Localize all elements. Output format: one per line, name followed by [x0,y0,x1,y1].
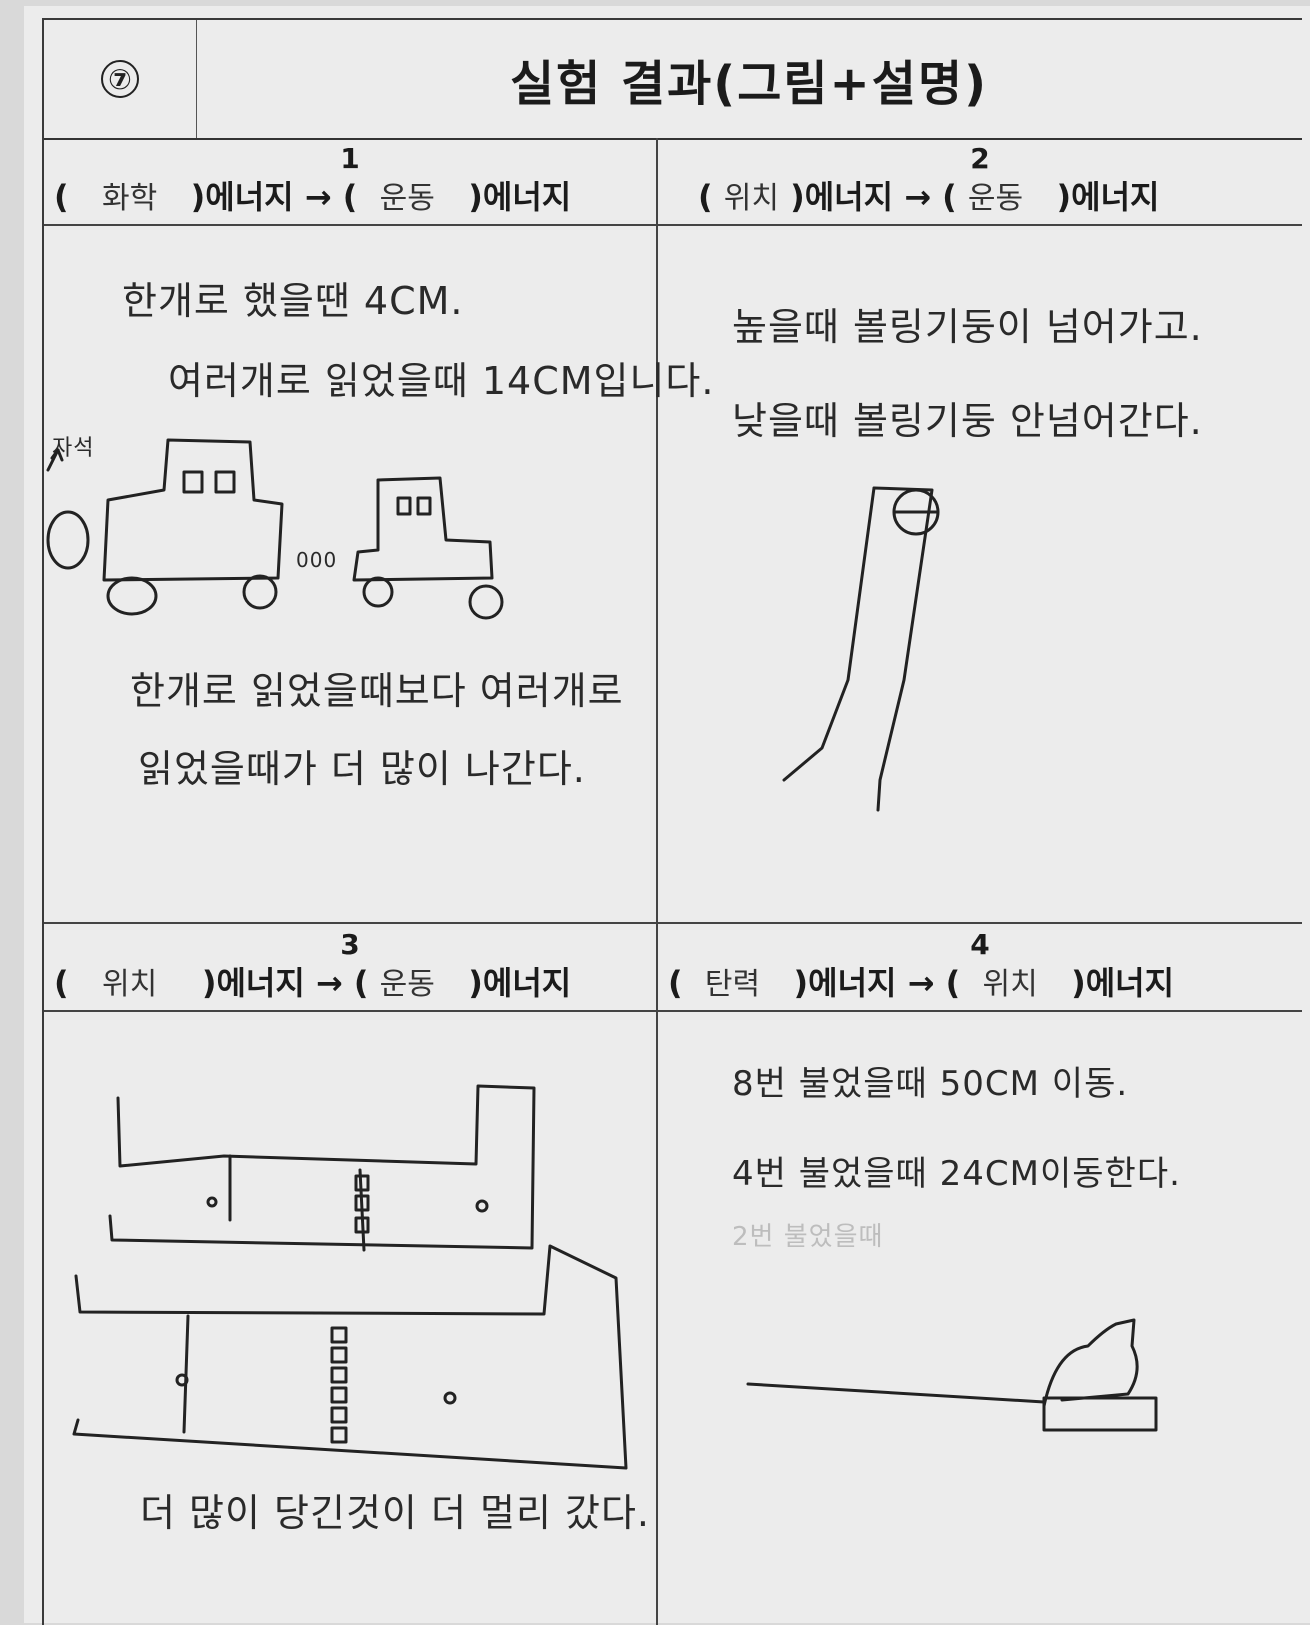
cell-4-note-1: 8번 불었을때 50CM 이동. [732,1064,1129,1104]
cell-4-note-3: 2번 불었을때 [732,1222,884,1252]
cell-2-note-1: 높을때 볼링기둥이 넘어가고. [732,305,1203,349]
worksheet: ⑦ 실험 결과(그림+설명) 1 ( 화학 )에너지 → ( 운동 )에너지 2… [42,18,1302,1625]
section-number-text: ⑦ [101,60,139,98]
cell-4-header: 4 ( 탄력 )에너지 → ( 위치 )에너지 [658,924,1302,1012]
cell-4-number: 4 [970,928,990,961]
cell-3-conclusion: 더 많이 당긴것이 더 멀리 갔다. [140,1491,650,1535]
cell-2-number: 2 [970,142,990,175]
cell-1-dots: 000 [296,548,338,572]
cell-2-to-energy: 운동 [967,181,1024,216]
cell-2-note-2: 낮을때 볼링기둥 안넘어간다. [732,399,1203,443]
cell-1-number: 1 [340,142,360,175]
cell-1-conclusion-2: 읽었을때가 더 많이 나간다. [138,747,586,791]
section-number: ⑦ [44,20,197,140]
cell-1-equation: ( 화학 )에너지 → ( 운동 )에너지 [54,178,572,216]
cell-4-equation: ( 탄력 )에너지 → ( 위치 )에너지 [668,964,1175,1002]
cell-3-equation: ( 위치 )에너지 → ( 운동 )에너지 [54,964,572,1002]
page-title: 실험 결과(그림+설명) [196,20,1302,140]
cell-4-to-energy: 위치 [982,967,1038,1002]
cell-4-from-energy: 탄력 [704,967,761,1002]
cell-1-note-1: 한개로 했을땐 4CM. [122,279,464,323]
cell-3-from-energy: 위치 [102,967,158,1002]
cell-1-to-energy: 운동 [379,181,435,216]
column-divider [656,138,658,1625]
cell-1-magnet-label: 자석 [52,436,95,461]
row-divider [44,922,1302,924]
cell-2-from-energy: 위치 [723,181,779,216]
cell-4-balloon-car-drawing [746,1318,1158,1432]
cell-1-car-drawing [46,438,504,620]
cell-2-equation: ( 위치 )에너지 → ( 운동 )에너지 [698,178,1160,216]
paper [24,6,1310,1623]
cell-4-note-2: 4번 불었을때 24CM이동한다. [732,1154,1181,1194]
cell-1-header: 1 ( 화학 )에너지 → ( 운동 )에너지 [44,138,656,226]
cell-2-ramp-drawing [782,486,940,812]
cell-3-header: 3 ( 위치 )에너지 → ( 운동 )에너지 [44,924,656,1012]
cell-1-conclusion-1: 한개로 읽었을때보다 여러개로 [130,669,624,713]
cell-3-to-energy: 운동 [379,967,435,1002]
cell-1-from-energy: 화학 [102,181,158,216]
cell-3-number: 3 [340,928,360,961]
cell-1-note-2: 여러개로 읽었을때 14CM입니다. [168,359,715,403]
cell-3-slingshot-drawing [72,1084,628,1470]
cell-2-header: 2 ( 위치 )에너지 → ( 운동 )에너지 [658,138,1302,226]
